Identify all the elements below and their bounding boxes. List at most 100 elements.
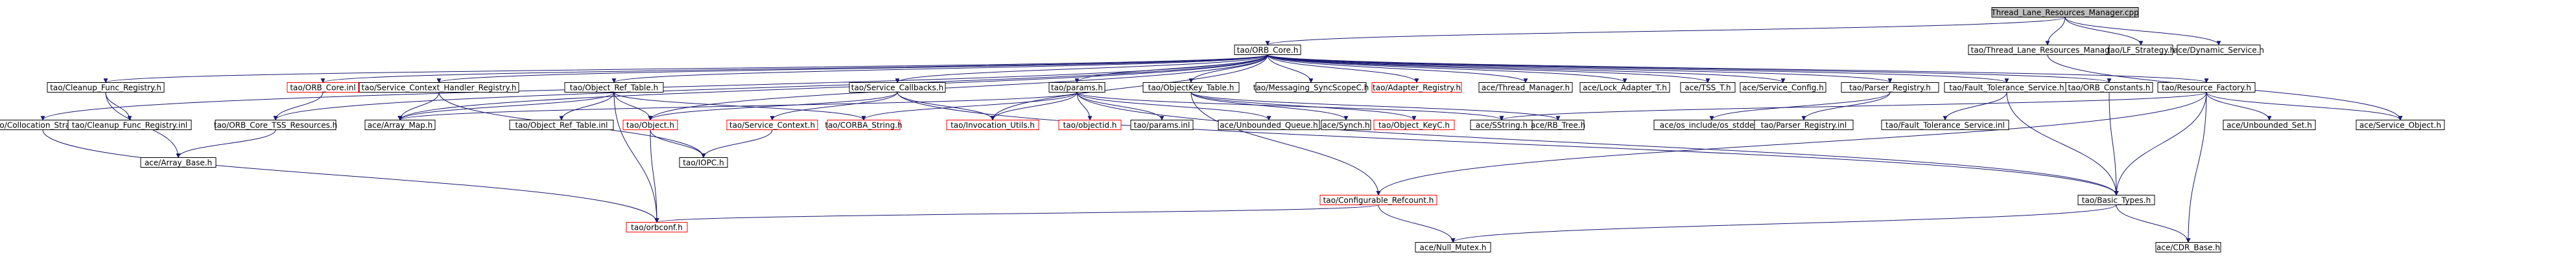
node-cdr-base-h[interactable]: ace/CDR_Base.h [2155,242,2221,252]
node-box[interactable] [2109,45,2173,55]
edge-objectkey-table-h-to-object-keyc-h [1190,92,1417,121]
node-box[interactable] [1991,7,2139,17]
node-box[interactable] [1478,82,1573,93]
node-object-ref-table-h[interactable]: tao/Object_Ref_Table.h [564,82,664,93]
node-unbounded-set-h[interactable]: ace/Unbounded_Set.h [2223,120,2316,130]
node-os-stddef-h[interactable]: ace/os_include/os_stddef.h [1653,120,1770,130]
node-box[interactable] [2177,45,2261,55]
node-cleanup-func-registry-inl[interactable]: tao/Cleanup_Func_Registry.inl [67,120,192,130]
node-objectkey-table-h[interactable]: tao/ObjectKey_Table.h [1142,82,1240,93]
node-box[interactable] [1321,120,1371,130]
edge-root-to-lf-strategy-h [2064,17,2144,46]
node-box[interactable] [1058,120,1122,130]
node-box[interactable] [564,82,664,93]
node-box[interactable] [67,120,192,130]
node-box[interactable] [509,120,614,130]
edge-params-h-to-basic-types-h [1076,92,2119,196]
node-thread-manager-h[interactable]: ace/Thread_Manager.h [1478,82,1573,93]
node-object-keyc-h[interactable]: tao/Object_KeyC.h [1373,120,1455,130]
node-orbconf-h[interactable]: tao/orbconf.h [626,222,688,232]
node-box[interactable] [1373,120,1455,130]
node-box[interactable] [726,120,818,130]
node-parser-registry-h[interactable]: tao/Parser_Registry.h [1841,82,1939,93]
node-box[interactable] [215,120,337,130]
node-box[interactable] [626,222,688,232]
node-box[interactable] [827,120,901,130]
node-box[interactable] [946,120,1039,130]
node-lf-strategy-h[interactable]: tao/LF_Strategy.h [2107,45,2175,55]
node-box[interactable] [1531,120,1585,130]
node-box[interactable] [1754,120,1854,130]
node-sstring-h[interactable]: ace/SString.h [1470,120,1533,130]
node-service-context-handler-registry-h[interactable]: tao/Service_Context_Handler_Registry.h [359,82,519,93]
node-label: tao/Object_Ref_Table.inl [515,121,608,130]
node-service-object-h[interactable]: ace/Service_Object.h [2356,120,2445,130]
node-box[interactable] [1319,195,1437,205]
edge-orb-core-h-to-invocation-utils-h [990,54,1268,121]
node-box[interactable] [2356,120,2445,130]
node-invocation-utils-h[interactable]: tao/Invocation_Utils.h [946,120,1039,130]
node-array-base-h[interactable]: ace/Array_Base.h [140,157,217,168]
node-service-config-h[interactable]: ace/Service_Config.h [1740,82,1826,93]
node-box[interactable] [622,120,678,130]
node-box[interactable] [364,120,436,130]
node-object-ref-table-inl[interactable]: tao/Object_Ref_Table.inl [509,120,614,130]
node-fault-tolerance-service-h[interactable]: tao/Fault_Tolerance_Service.h [1944,82,2070,93]
node-box[interactable] [2157,82,2256,93]
node-object-h[interactable]: tao/Object.h [622,120,678,130]
node-root[interactable]: Thread_Lane_Resources_Manager.cpp [1991,7,2139,17]
node-basic-types-h[interactable]: tao/Basic_Types.h [2077,195,2155,205]
node-unbounded-queue-h[interactable]: ace/Unbounded_Queue.h [1218,120,1320,130]
node-null-mutex-h[interactable]: ace/Null_Mutex.h [1415,242,1491,252]
node-parser-registry-inl[interactable]: tao/Parser_Registry.inl [1754,120,1854,130]
node-box[interactable] [359,82,519,93]
edge-orb-core-h-to-object-ref-table-h [611,54,1268,83]
node-box[interactable] [2223,120,2316,130]
node-rb-tree-h[interactable]: ace/RB_Tree.h [1531,120,1585,130]
node-configurable-refcount-h[interactable]: tao/Configurable_Refcount.h [1319,195,1437,205]
node-orb-core-h[interactable]: tao/ORB_Core.h [1234,45,1301,55]
node-box[interactable] [1371,82,1462,93]
node-dynamic-service-h[interactable]: ace/Dynamic_Service.h [2173,45,2264,55]
node-box[interactable] [1234,45,1301,55]
node-messaging-syncscopec-h[interactable]: tao/Messaging_SyncScopeC.h [1253,82,1369,93]
node-box[interactable] [1048,82,1105,93]
node-box[interactable] [1130,120,1194,130]
node-params-inl[interactable]: tao/params.inl [1130,120,1194,130]
node-box[interactable] [1142,82,1240,93]
node-orb-core-tss-resources-h[interactable]: tao/ORB_Core_TSS_Resources.h [214,120,338,130]
node-adapter-registry-h[interactable]: tao/Adapter_Registry.h [1371,82,1462,93]
node-box[interactable] [2155,242,2221,252]
node-box[interactable] [1579,82,1670,93]
node-box[interactable] [140,157,217,168]
node-service-callbacks-h[interactable]: tao/Service_Callbacks.h [849,82,946,93]
node-resource-factory-h[interactable]: tao/Resource_Factory.h [2157,82,2256,93]
node-fault-tolerance-service-inl[interactable]: tao/Fault_Tolerance_Service.inl [1881,120,2009,130]
node-box[interactable] [849,82,946,93]
node-box[interactable] [47,82,165,93]
node-box[interactable] [287,82,359,93]
node-cleanup-func-registry-h[interactable]: tao/Cleanup_Func_Registry.h [47,82,165,93]
node-box[interactable] [2065,82,2153,93]
node-orb-core-inl[interactable]: tao/ORB_Core.inl [287,82,359,93]
node-synch-h[interactable]: ace/Synch.h [1321,120,1371,130]
node-tss-t-h[interactable]: ace/TSS_T.h [1680,82,1736,93]
node-array-map-h[interactable]: ace/Array_Map.h [364,120,436,130]
node-lock-adapter-t-h[interactable]: ace/Lock_Adapter_T.h [1579,82,1670,93]
node-params-h[interactable]: tao/params.h [1048,82,1105,93]
node-iopc-h[interactable]: tao/IOPC.h [679,157,728,168]
node-box[interactable] [1255,82,1367,93]
node-orb-constants-h[interactable]: tao/ORB_Constants.h [2065,82,2153,93]
node-box[interactable] [1881,120,2009,130]
node-box[interactable] [2077,195,2155,205]
node-tlrm-h[interactable]: tao/Thread_Lane_Resources_Manager.h [1968,45,2127,55]
node-box[interactable] [1740,82,1826,93]
node-box[interactable] [1218,120,1320,130]
node-service-context-h[interactable]: tao/Service_Context.h [726,120,818,130]
node-box[interactable] [679,157,728,168]
node-corba-string-h[interactable]: tao/CORBA_String.h [825,120,903,130]
node-box[interactable] [1841,82,1939,93]
node-box[interactable] [1415,242,1491,252]
node-objectid-h[interactable]: tao/objectid.h [1058,120,1122,130]
node-box[interactable] [1680,82,1736,93]
